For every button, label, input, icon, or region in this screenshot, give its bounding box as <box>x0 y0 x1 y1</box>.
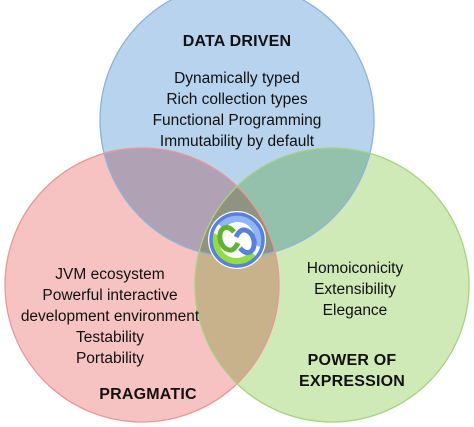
data-driven-item: Immutability by default <box>159 133 315 150</box>
power-of-expression-item: Elegance <box>322 302 388 319</box>
power-of-expression-circle <box>195 148 469 422</box>
pragmatic-items: JVM ecosystem Powerful interactive devel… <box>6 264 214 369</box>
pragmatic-item: JVM ecosystem <box>55 266 165 283</box>
data-driven-items: Dynamically typed Rich collection types … <box>137 68 337 152</box>
data-driven-title: DATA DRIVEN <box>182 33 292 50</box>
power-of-expression-item: Homoiconicity <box>306 260 404 277</box>
power-of-expression-item: Extensibility <box>314 281 396 298</box>
clojure-logo <box>208 211 266 269</box>
pragmatic-item: Portability <box>75 350 145 367</box>
pragmatic-title: PRAGMATIC <box>99 386 197 403</box>
power-of-expression-items: Homoiconicity Extensibility Elegance <box>285 258 425 321</box>
pragmatic-item: Testability <box>75 329 145 346</box>
data-driven-item: Dynamically typed <box>174 70 300 87</box>
power-of-expression-title-line1: POWER OF <box>307 352 397 369</box>
data-driven-item: Rich collection types <box>166 91 308 108</box>
pragmatic-circle <box>5 148 279 422</box>
power-of-expression-title-line2: EXPRESSION <box>298 373 406 390</box>
pragmatic-item: development environment <box>20 308 200 325</box>
pragmatic-item: Powerful interactive <box>42 287 178 304</box>
data-driven-item: Functional Programming <box>152 112 322 129</box>
